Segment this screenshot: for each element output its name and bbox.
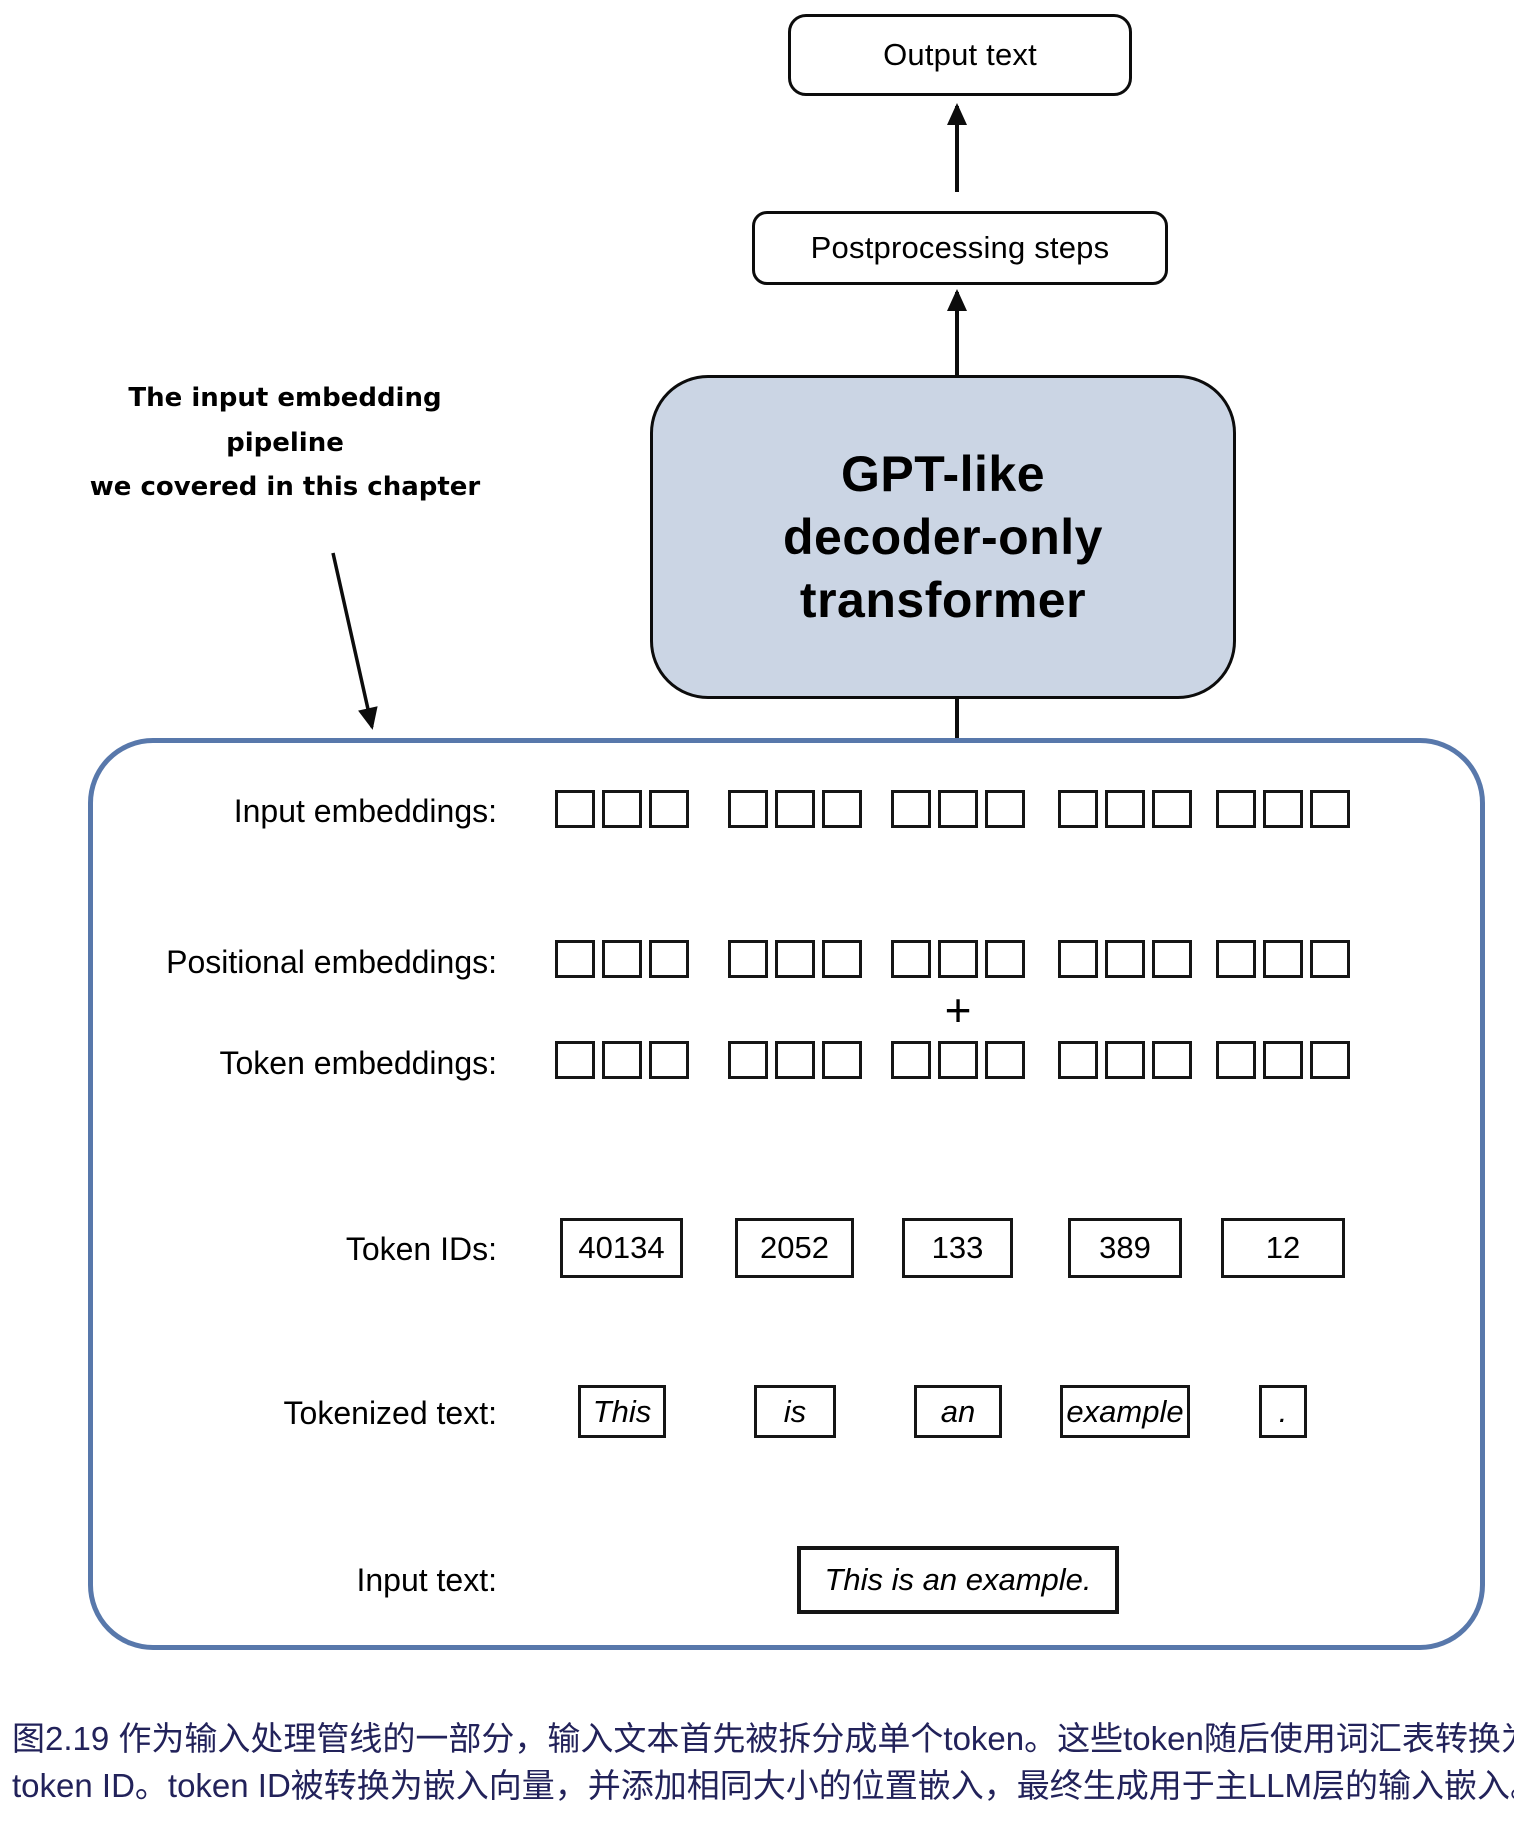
embedding-cell (1216, 1041, 1256, 1079)
postprocessing-box: Postprocessing steps (752, 211, 1168, 285)
input-text-label: Input text: (356, 1562, 497, 1598)
embedding-cell (1216, 940, 1256, 978)
embedding-cell (938, 940, 978, 978)
embedding-cell (555, 940, 595, 978)
caption-line2: token ID。token ID被转换为嵌入向量，并添加相同大小的位置嵌入，最… (12, 1766, 1514, 1804)
embedding-cell (891, 790, 931, 828)
embedding-cell-group (891, 1041, 1025, 1079)
embedding-cell (602, 790, 642, 828)
token-id-box: 389 (1068, 1218, 1182, 1278)
embedding-cell-group (1216, 940, 1350, 978)
output-text-label: Output text (883, 37, 1037, 72)
token-box: example (1060, 1385, 1190, 1438)
token-id-box: 133 (902, 1218, 1013, 1278)
embedding-cell (1152, 790, 1192, 828)
embedding-cell (775, 1041, 815, 1079)
embedding-cell-group (1058, 1041, 1192, 1079)
embedding-cell (602, 1041, 642, 1079)
embedding-cell (555, 1041, 595, 1079)
token-ids-label: Token IDs: (345, 1231, 497, 1267)
embedding-cell (775, 940, 815, 978)
token-embeddings-label: Token embeddings: (219, 1045, 497, 1081)
input-embeddings-label: Input embeddings: (233, 793, 497, 829)
embedding-cell (728, 940, 768, 978)
embedding-cell (775, 790, 815, 828)
embedding-cell (985, 940, 1025, 978)
embedding-cell (649, 940, 689, 978)
embedding-cell (1152, 1041, 1192, 1079)
embedding-cell (1263, 940, 1303, 978)
embedding-cell (1058, 790, 1098, 828)
embedding-cell-group (1216, 1041, 1350, 1079)
embedding-cell (938, 790, 978, 828)
embedding-cell (985, 790, 1025, 828)
embedding-cell-group (555, 1041, 689, 1079)
embedding-cell (822, 940, 862, 978)
input-text-value: This is an example. (824, 1562, 1092, 1597)
annotation-arrow (331, 552, 378, 730)
input-embedding-pipeline-box (88, 738, 1485, 1650)
embedding-cell (1263, 1041, 1303, 1079)
token-box: is (754, 1385, 836, 1438)
embedding-cell (1058, 940, 1098, 978)
embedding-cell (1058, 1041, 1098, 1079)
embedding-cell (1310, 940, 1350, 978)
embedding-cell (1310, 790, 1350, 828)
embedding-cell (555, 790, 595, 828)
plus-sign: + (944, 983, 972, 1036)
gpt-box-line3: transformer (799, 571, 1087, 628)
token-box: This (578, 1385, 666, 1438)
embedding-cell-group (1058, 790, 1192, 828)
gpt-box-line2: decoder-only (783, 508, 1103, 565)
embedding-cell (649, 1041, 689, 1079)
positional-embeddings-label: Positional embeddings: (166, 944, 497, 980)
embedding-cell (985, 1041, 1025, 1079)
embedding-cell-group (728, 940, 862, 978)
embedding-cell-group (728, 1041, 862, 1079)
embedding-cell-group (891, 790, 1025, 828)
postprocessing-label: Postprocessing steps (810, 230, 1110, 265)
embedding-cell (649, 790, 689, 828)
embedding-cell-group (1216, 790, 1350, 828)
annotation-line2: we covered in this chapter (89, 472, 481, 503)
token-box: an (914, 1385, 1002, 1438)
embedding-cell-group (555, 790, 689, 828)
caption-line1: 图2.19 作为输入处理管线的一部分，输入文本首先被拆分成单个token。这些t… (12, 1720, 1514, 1757)
embedding-cell (1310, 1041, 1350, 1079)
embedding-cell (822, 1041, 862, 1079)
gpt-box-line1: GPT-like (840, 445, 1046, 502)
embedding-cell (1105, 790, 1145, 828)
input-text-box: This is an example. (797, 1546, 1119, 1614)
embedding-cell (1216, 790, 1256, 828)
embedding-cell (728, 790, 768, 828)
embedding-cell-group (1058, 940, 1192, 978)
token-id-box: 2052 (735, 1218, 854, 1278)
embedding-cell (891, 1041, 931, 1079)
embedding-cell-group (728, 790, 862, 828)
figure-caption: 图2.19 作为输入处理管线的一部分，输入文本首先被拆分成单个token。这些t… (12, 1716, 1514, 1810)
token-box: . (1259, 1385, 1307, 1438)
token-id-box: 40134 (560, 1218, 683, 1278)
token-id-box: 12 (1221, 1218, 1345, 1278)
annotation-line1: The input embedding pipeline (128, 383, 442, 458)
annotation-note: The input embedding pipeline we covered … (85, 376, 485, 510)
embedding-cell (1263, 790, 1303, 828)
embedding-cell (1152, 940, 1192, 978)
tokenized-text-label: Tokenized text: (283, 1395, 497, 1431)
embedding-cell (938, 1041, 978, 1079)
embedding-cell (602, 940, 642, 978)
embedding-cell (822, 790, 862, 828)
embedding-cell-group (555, 940, 689, 978)
embedding-cell (728, 1041, 768, 1079)
embedding-cell (1105, 940, 1145, 978)
output-text-box: Output text (788, 14, 1132, 96)
embedding-cell (891, 940, 931, 978)
embedding-cell-group (891, 940, 1025, 978)
embedding-cell (1105, 1041, 1145, 1079)
gpt-transformer-box: GPT-like decoder-only transformer (650, 375, 1236, 699)
